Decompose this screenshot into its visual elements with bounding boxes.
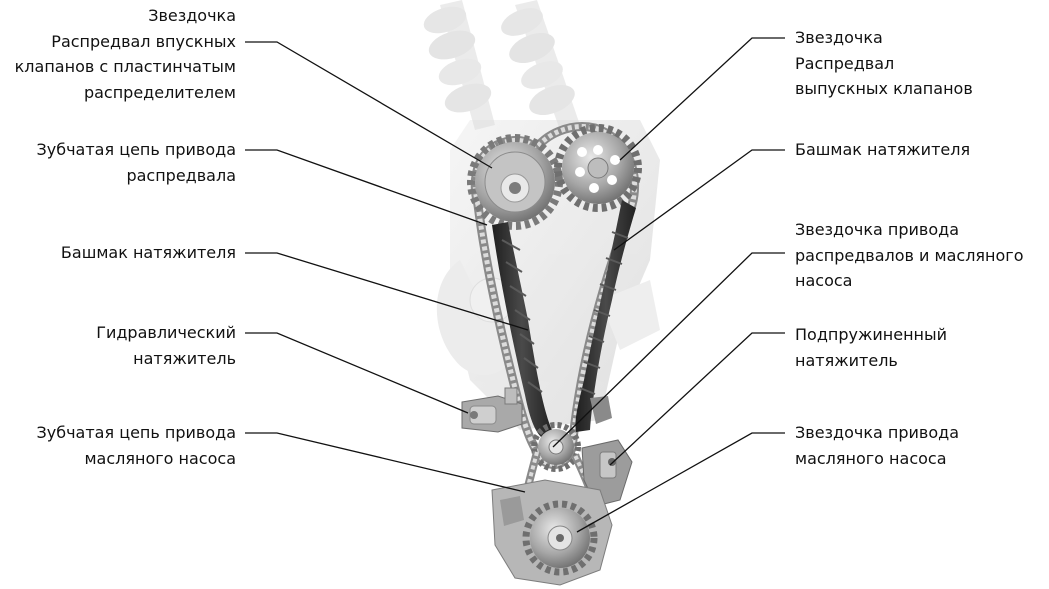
label-exhaust-camshaft-sprocket: Звездочка Распредвал выпускных клапанов <box>795 25 973 102</box>
tensioner-rail-left <box>492 222 552 440</box>
leader-line-exhaust-sprocket <box>619 37 785 161</box>
label-line: Звездочка <box>795 28 883 47</box>
label-line: Зубчатая цепь привода <box>36 423 237 442</box>
leader-line-camshaft-chain <box>245 149 488 226</box>
leader-line-oil-pump-chain <box>245 432 526 493</box>
label-line: распредвала <box>126 165 236 185</box>
intake-camshaft <box>423 0 495 130</box>
leader-line-left-rail <box>245 252 529 331</box>
label-line: Башмак натяжителя <box>795 140 971 159</box>
label-line: выпускных клапанов <box>795 79 973 98</box>
leader-line-oil-pump-sprocket <box>576 432 785 533</box>
exhaust-camshaft-sprocket <box>554 124 642 212</box>
label-line: Гидравлический <box>96 323 236 342</box>
label-line: распредвалов и масляного <box>795 245 1024 265</box>
crankshaft-sprocket <box>531 422 581 472</box>
tensioner-rail-right <box>575 200 636 432</box>
label-line: Распредвал <box>795 53 895 73</box>
label-line: Подпружиненный <box>795 325 948 344</box>
leader-lines <box>245 37 785 533</box>
label-oil-pump-drive-chain: Зубчатая цепь привода масляного насоса <box>37 420 237 471</box>
label-line: клапанов с пластинчатым <box>14 57 236 76</box>
label-line: Зубчатая цепь привода <box>36 140 237 159</box>
label-line: распределителем <box>83 82 236 102</box>
exhaust-camshaft <box>501 0 580 130</box>
label-line: Звездочка привода <box>795 220 959 239</box>
label-hydraulic-tensioner: Гидравлический натяжитель <box>96 320 236 371</box>
label-line: натяжитель <box>795 350 898 370</box>
leader-line-spring-tensioner <box>609 332 785 466</box>
label-line: масляного насоса <box>84 448 236 468</box>
leader-line-hydraulic-tensioner <box>245 332 469 414</box>
label-tensioner-rail-right: Башмак натяжителя <box>795 137 970 163</box>
label-line: Звездочка привода <box>795 423 959 442</box>
label-line: Звездочка <box>148 6 236 25</box>
label-line: Башмак натяжителя <box>60 243 236 262</box>
leader-line-crank-sprocket <box>552 252 785 448</box>
label-line: насоса <box>795 271 853 290</box>
label-tensioner-rail-left: Башмак натяжителя <box>61 240 236 266</box>
hydraulic-tensioner <box>461 387 523 433</box>
oil-pump-sprocket <box>522 500 598 576</box>
label-camshaft-drive-chain: Зубчатая цепь привода распредвала <box>37 137 237 188</box>
label-line: натяжитель <box>133 348 236 368</box>
leader-line-intake-sprocket <box>245 41 493 169</box>
label-oil-pump-sprocket: Звездочка привода масляного насоса <box>795 420 959 471</box>
label-intake-camshaft-sprocket: Звездочка Распредвал впускных клапанов с… <box>15 3 236 105</box>
label-line: Распредвал впускных <box>51 31 236 51</box>
label-spring-tensioner: Подпружиненный натяжитель <box>795 322 947 373</box>
label-line: масляного насоса <box>795 448 947 468</box>
label-crankshaft-sprocket: Звездочка привода распредвалов и масляно… <box>795 217 1024 294</box>
leader-line-right-rail <box>613 149 785 251</box>
